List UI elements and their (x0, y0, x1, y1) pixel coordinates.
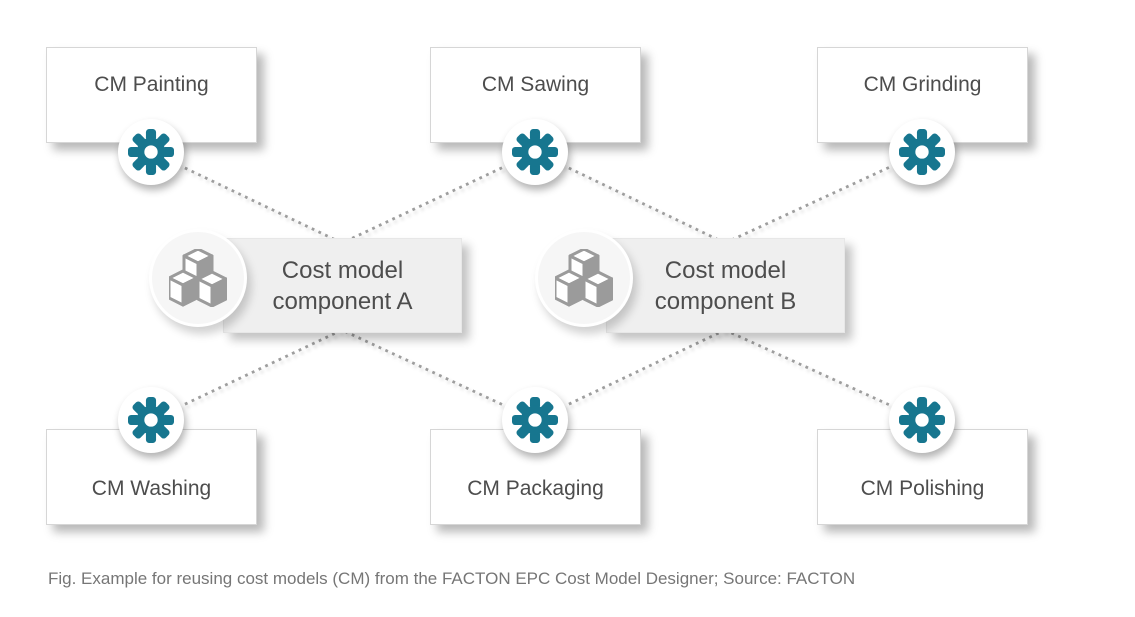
component-box-b: Cost model component B (606, 238, 845, 333)
gear-badge-packaging (502, 387, 568, 453)
cubes-icon (555, 249, 613, 307)
figure-caption: Fig. Example for reusing cost models (CM… (48, 569, 856, 588)
gear-badge-painting (118, 119, 184, 185)
component-badge-a (149, 229, 247, 327)
gear-badge-grinding (889, 119, 955, 185)
gear-icon (128, 397, 174, 443)
connector-packaging-to-component-a (341, 328, 537, 422)
cubes-icon (169, 249, 227, 307)
gear-icon (899, 397, 945, 443)
gear-icon (899, 129, 945, 175)
gear-badge-washing (118, 387, 184, 453)
connector-painting-to-component-a (150, 150, 343, 245)
component-badge-b (535, 229, 633, 327)
connector-sawing-to-component-a (341, 150, 537, 245)
gear-icon (512, 129, 558, 175)
gear-badge-sawing (502, 119, 568, 185)
gear-icon (512, 397, 558, 443)
gear-icon (128, 129, 174, 175)
cm-label-grinding: CM Grinding (863, 73, 982, 96)
component-label-a: Cost model component A (272, 256, 413, 315)
connector-sawing-to-component-b (534, 150, 726, 245)
component-box-a: Cost model component A (223, 238, 462, 333)
connector-packaging-to-component-b (534, 328, 726, 422)
gear-badge-polishing (889, 387, 955, 453)
connector-washing-to-component-a (150, 328, 343, 422)
cm-label-painting: CM Painting (94, 73, 209, 96)
cm-label-polishing: CM Polishing (860, 477, 985, 500)
component-label-b: Cost model component B (654, 256, 797, 315)
cm-label-packaging: CM Packaging (467, 477, 604, 500)
cm-label-sawing: CM Sawing (481, 73, 590, 96)
cm-label-washing: CM Washing (91, 477, 212, 500)
